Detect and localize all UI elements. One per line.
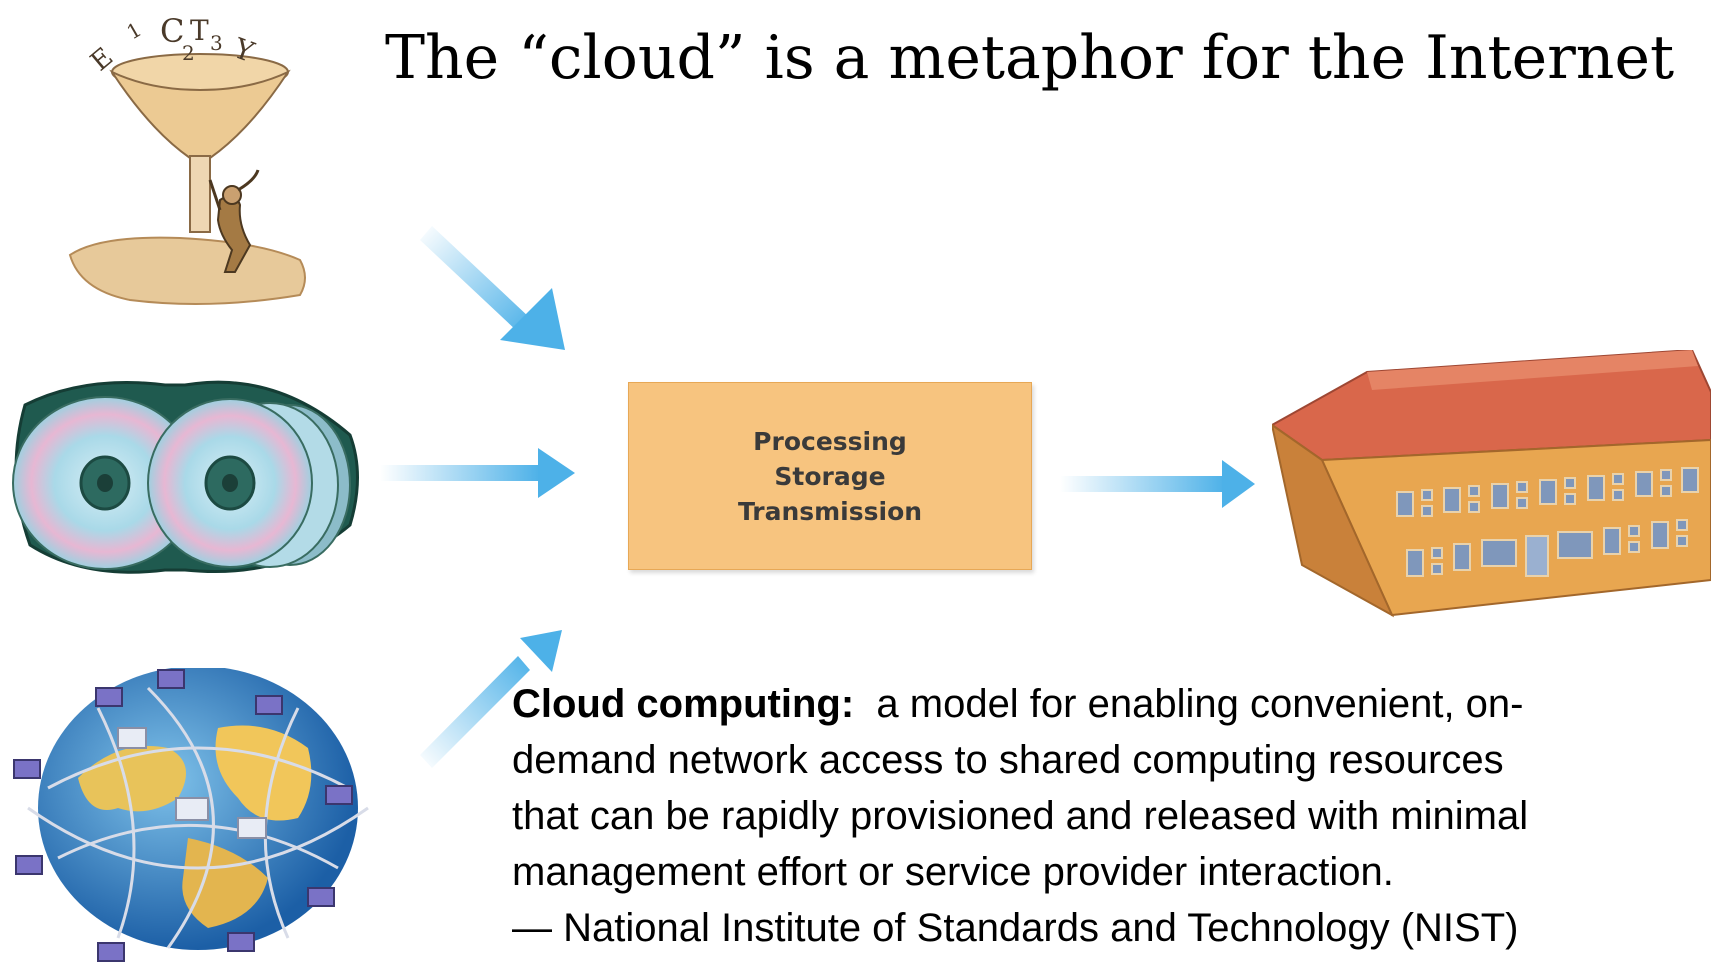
arrow-from-funnel	[420, 226, 565, 350]
definition-line-1-text: a model for enabling convenient, on-	[876, 682, 1524, 726]
definition-term: Cloud computing:	[512, 682, 855, 726]
definition-line-3: that can be rapidly provisioned and rele…	[512, 794, 1529, 838]
arrow-from-globe	[420, 630, 562, 768]
definition-text: Cloud computing: a model for enabling co…	[512, 676, 1711, 956]
arrow-to-building	[1060, 460, 1255, 508]
definition-line-4: management effort or service provider in…	[512, 850, 1394, 894]
building-icon	[1272, 350, 1711, 618]
svg-text:2: 2	[182, 41, 195, 65]
process-line-transmission: Transmission	[737, 496, 923, 526]
network-globe-icon	[13, 668, 369, 962]
cd-wallet-icon	[12, 380, 359, 574]
process-line-processing: Processing	[753, 426, 907, 456]
definition-line-2: demand network access to shared computin…	[512, 738, 1504, 782]
process-line-storage: Storage	[774, 461, 886, 491]
svg-text:C: C	[160, 12, 184, 50]
definition-attribution: — National Institute of Standards and Te…	[512, 906, 1519, 950]
definition-line-1: Cloud computing: a model for enabling co…	[512, 676, 1711, 732]
funnel-data-icon: E 1 C T 3 2 Y	[68, 12, 306, 305]
processing-box: Processing Storage Transmission	[628, 382, 1032, 570]
arrow-from-discs	[380, 448, 575, 498]
slide-title: The “cloud” is a metaphor for the Intern…	[385, 23, 1675, 93]
svg-text:3: 3	[210, 31, 223, 55]
svg-text:T: T	[190, 14, 209, 47]
